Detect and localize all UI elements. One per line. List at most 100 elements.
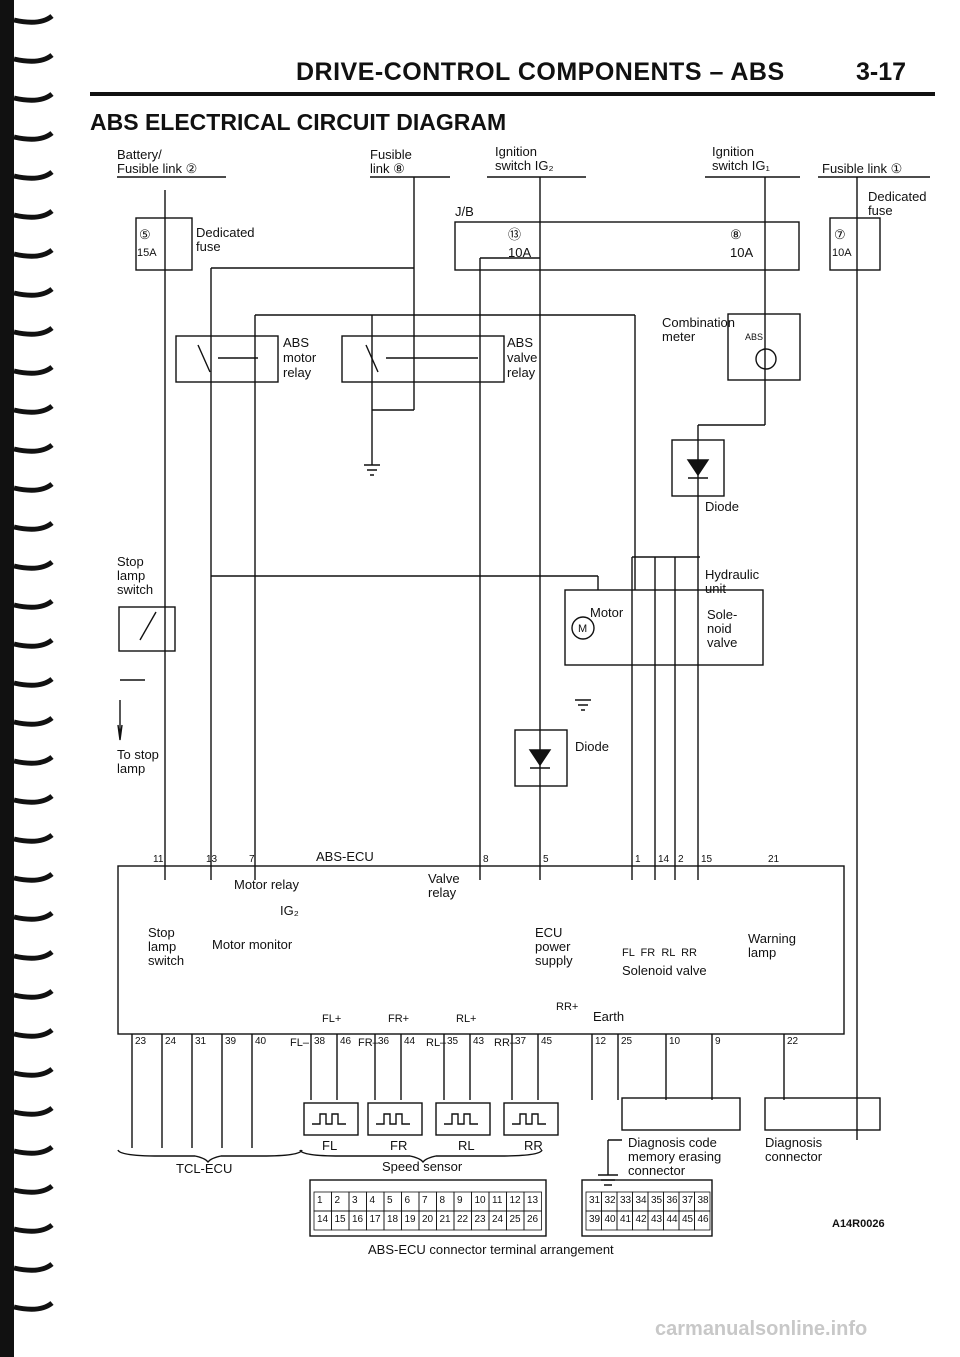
connector-pin-number: 5 (387, 1195, 393, 1206)
solenoid-label-3: valve (707, 635, 738, 650)
sensor-return-fr: FR– (358, 1037, 379, 1049)
wheel-label-fl: FL (322, 1138, 338, 1153)
fuse-13-rating: 10A (508, 245, 532, 260)
abs-valve-relay-label-3: relay (507, 365, 536, 380)
fusible-link-8-label: link ⑧ (370, 161, 405, 176)
ecu-top-pin: 13 (206, 854, 218, 865)
binding-mark (13, 1261, 54, 1273)
warning-lamp-label-1: Warning (748, 931, 796, 946)
abs-motor-relay-label-1: ABS (283, 335, 310, 350)
diode-label-lower: Diode (575, 739, 609, 754)
abs-motor-relay-label-3: relay (283, 365, 312, 380)
ecu-top-pin: 8 (483, 854, 489, 865)
ecu-bottom-pin: 22 (787, 1036, 799, 1047)
diode-label-upper: Diode (705, 499, 739, 514)
binding-mark (13, 91, 54, 103)
ecu-bottom-pin: 31 (195, 1036, 207, 1047)
connector-pin-number: 16 (352, 1214, 364, 1225)
ecu-bottom-pin: 12 (595, 1036, 607, 1047)
binding-mark (13, 754, 54, 766)
ecu-bottom-pin: 40 (255, 1036, 267, 1047)
solenoid-label-2: noid (707, 621, 732, 636)
fusible-link-1-label: Fusible link ① (822, 161, 903, 176)
ecu-top-pin: 5 (543, 854, 549, 865)
combination-meter-label-2: meter (662, 329, 696, 344)
combination-meter-label-1: Combination (662, 315, 735, 330)
page-number: 3-17 (856, 58, 907, 86)
motor-symbol: M (578, 623, 588, 635)
to-stop-lamp-label-2: lamp (117, 761, 146, 776)
connector-pin-number: 32 (604, 1195, 616, 1206)
binding-mark (13, 598, 54, 610)
connector-pin-number: 3 (352, 1195, 358, 1206)
connector-pin-number: 23 (474, 1214, 486, 1225)
connector-pin-number: 1 (317, 1195, 323, 1206)
connector-pin-number: 25 (509, 1214, 521, 1225)
ecu-stop-lamp-label-2: lamp (148, 939, 177, 954)
fuse-5-rating: 15A (137, 247, 157, 259)
sensor-return-rl: RL– (426, 1037, 447, 1049)
ecu-bottom-pin: 39 (225, 1036, 237, 1047)
connector-pin-number: 39 (589, 1214, 601, 1225)
diagnosis-connector-label-2: connector (765, 1149, 823, 1164)
right-dedicated-label: Dedicated (868, 189, 927, 204)
ecu-motor-relay-label: Motor relay (234, 877, 300, 892)
connector-pin-number: 38 (697, 1195, 709, 1206)
connector-pin-number: 13 (527, 1195, 539, 1206)
connector-pin-number: 41 (620, 1214, 632, 1225)
hydraulic-unit-label-2: unit (705, 581, 726, 596)
binding-mark (13, 988, 54, 1000)
ignition-ig2-label-b: switch IG₂ (495, 158, 554, 173)
binding-mark (13, 832, 54, 844)
ecu-bottom-pin: 35 (447, 1036, 459, 1047)
binding-mark (13, 871, 54, 883)
connector-pin-number: 10 (474, 1195, 486, 1206)
connector-pin-number: 9 (457, 1195, 463, 1206)
connector-pin-number: 6 (404, 1195, 411, 1206)
connector-pin-number: 15 (334, 1214, 346, 1225)
sensor-input-rr: RR+ (556, 1001, 579, 1013)
ecu-power-label-3: supply (535, 953, 573, 968)
ecu-bottom-pin: 24 (165, 1036, 177, 1047)
to-stop-lamp-label-1: To stop (117, 747, 159, 762)
tcl-ecu-label: TCL-ECU (176, 1161, 233, 1176)
connector-pin-number: 26 (527, 1214, 539, 1225)
sensor-return-rr: RR– (494, 1037, 517, 1049)
ecu-bottom-pin: 36 (378, 1036, 390, 1047)
sensor-input-rl: RL+ (456, 1013, 477, 1025)
connector-pin-number: 34 (635, 1195, 647, 1206)
ecu-bottom-pin: 46 (340, 1036, 352, 1047)
connector-pin-number: 11 (492, 1195, 503, 1206)
connector-pin-number: 36 (666, 1195, 678, 1206)
connector-pin-number: 46 (697, 1214, 709, 1225)
binding-mark (13, 1066, 54, 1078)
wheel-label-rr: RR (524, 1138, 543, 1153)
site-watermark: carmanualsonline.info (655, 1318, 868, 1340)
solenoid-channel-labels: FL FR RL RR (622, 947, 697, 959)
connector-pin-number: 37 (682, 1195, 694, 1206)
stop-lamp-switch-label-3: switch (117, 582, 154, 597)
ecu-motor-monitor-label: Motor monitor (212, 937, 293, 952)
binding-mark (13, 481, 54, 493)
connector-pin-number: 12 (509, 1195, 521, 1206)
connector-pin-number: 33 (620, 1195, 632, 1206)
binding-mark (13, 286, 54, 298)
binding-mark (13, 559, 54, 571)
binding-mark (13, 1222, 54, 1234)
abs-motor-relay-label-2: motor (283, 350, 317, 365)
abs-ecu-title: ABS-ECU (316, 849, 374, 864)
connector-pin-number: 45 (682, 1214, 694, 1225)
jb-label: J/B (455, 204, 474, 219)
wheel-label-fr: FR (390, 1138, 408, 1153)
solenoid-valve-label: Solenoid valve (622, 963, 707, 978)
binding-mark (13, 910, 54, 922)
connector-pin-number: 42 (635, 1214, 647, 1225)
ecu-bottom-pin: 23 (135, 1036, 147, 1047)
ecu-stop-lamp-label-3: switch (148, 953, 185, 968)
ignition-ig1-label-a: Ignition (712, 144, 754, 159)
connector-pin-number: 7 (422, 1195, 428, 1206)
fuse-7-rating: 10A (832, 247, 852, 259)
ecu-top-pin: 21 (768, 854, 780, 865)
connector-pin-number: 44 (666, 1214, 678, 1225)
